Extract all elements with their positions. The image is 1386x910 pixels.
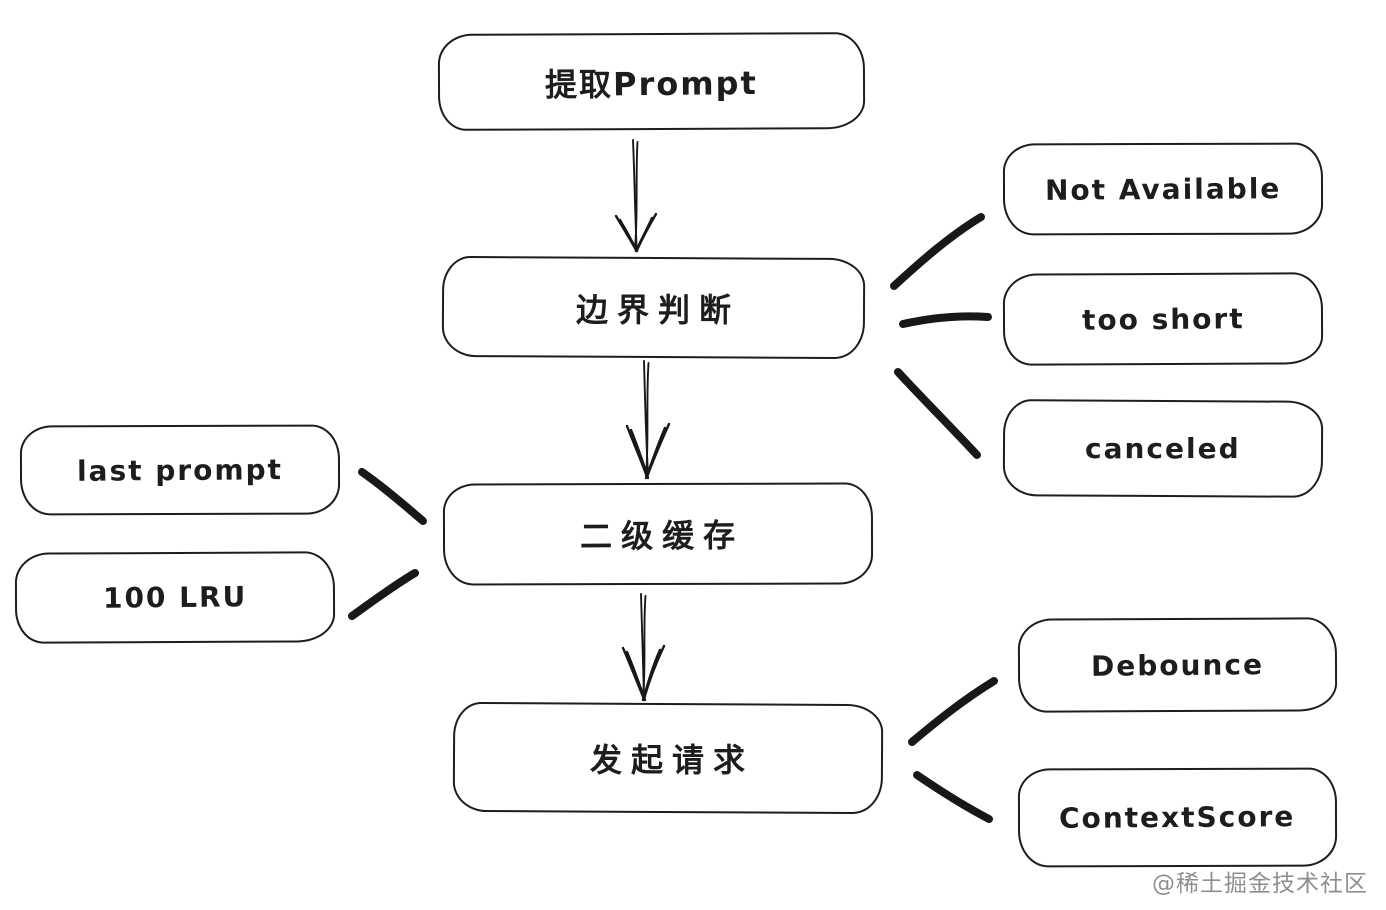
node-l2-cache: 二级缓存 [442, 482, 874, 586]
node-canceled: canceled [1002, 399, 1324, 498]
link-boundary-to-canceled [894, 368, 981, 459]
node-debounce-label: Debounce [1090, 647, 1265, 683]
node-context-score-label: ContextScore [1059, 800, 1296, 835]
node-boundary-check-label: 边界判断 [575, 290, 740, 329]
node-too-short-label: too short [1081, 301, 1245, 337]
arrow-extract-to-boundary [614, 139, 658, 253]
node-last-prompt: last prompt [19, 424, 341, 516]
link-request-to-context-score [913, 771, 993, 823]
node-last-prompt-label: last prompt [76, 452, 284, 488]
link-lru-to-cache [348, 569, 419, 620]
node-send-request: 发起请求 [452, 701, 884, 815]
node-not-available-label: Not Available [1044, 171, 1282, 207]
node-boundary-check: 边界判断 [441, 255, 866, 360]
node-debounce: Debounce [1017, 617, 1338, 713]
node-lru-100-label: 100 LRU [102, 580, 248, 615]
arrow-cache-to-request [621, 593, 666, 702]
link-boundary-to-too-short [899, 312, 992, 328]
arrow-boundary-to-cache [625, 360, 671, 480]
link-last-prompt-to-cache [358, 468, 427, 525]
node-extract-prompt: 提取Prompt [437, 32, 866, 131]
node-context-score: ContextScore [1017, 767, 1338, 868]
node-l2-cache-label: 二级缓存 [580, 516, 745, 556]
node-lru-100: 100 LRU [14, 551, 336, 644]
node-not-available: Not Available [1002, 142, 1324, 236]
node-send-request-label: 发起请求 [590, 740, 755, 779]
link-request-to-debounce [908, 677, 998, 746]
watermark-text: @稀土掘金技术社区 [1152, 871, 1368, 897]
node-extract-prompt-label: 提取Prompt [544, 63, 759, 104]
node-too-short: too short [1002, 272, 1324, 366]
node-canceled-label: canceled [1085, 432, 1241, 465]
link-boundary-to-not-available [890, 213, 985, 290]
